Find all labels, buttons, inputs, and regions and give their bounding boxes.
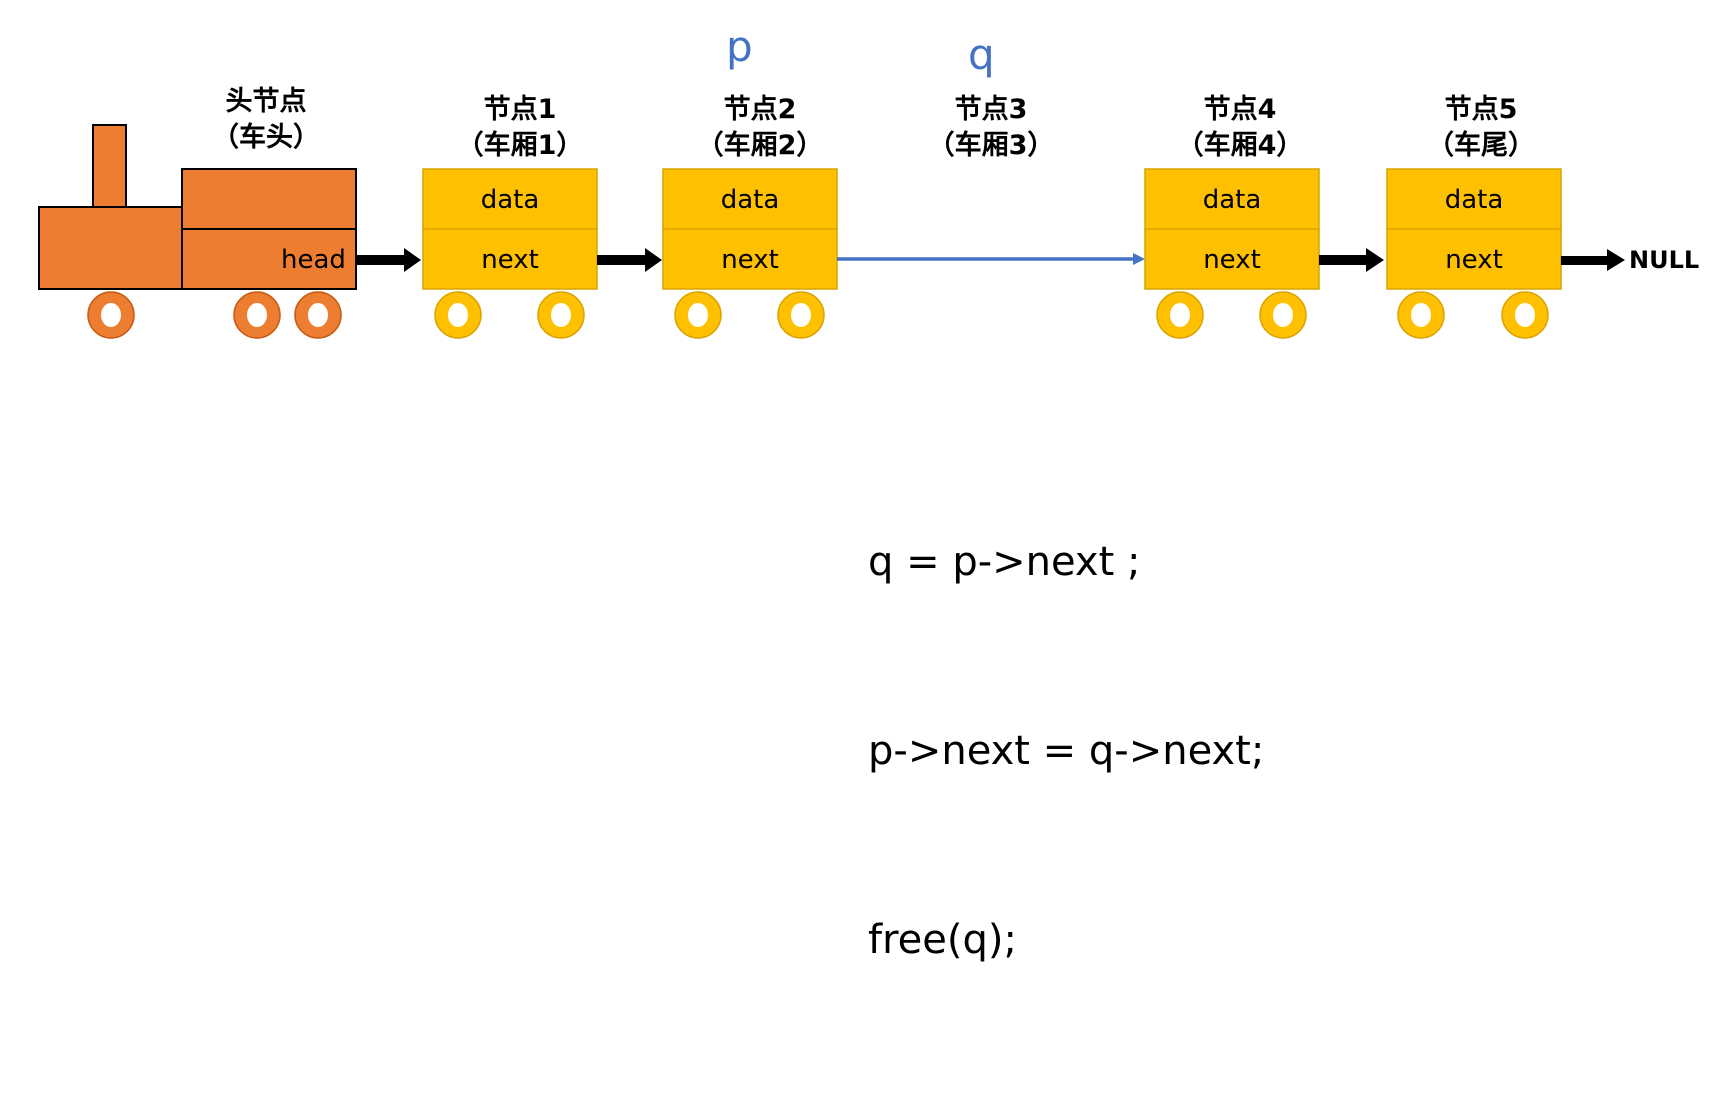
engine-wheel-2-hole	[247, 303, 267, 327]
car-5-wheel-left-hole	[1411, 303, 1431, 327]
car-2-next-cell	[662, 228, 838, 290]
car-5-next-cell	[1386, 228, 1562, 290]
code-line-1: q = p->next ;	[868, 539, 1141, 585]
car-1-data-cell	[422, 168, 598, 231]
car-1-wheel-left-hole	[448, 303, 468, 327]
car-5-next-label: next	[1445, 245, 1503, 275]
engine-cab	[38, 206, 184, 290]
node-title-1: 节点1 （车厢1）	[440, 92, 600, 164]
node-title-4-line1: 节点4	[1203, 94, 1277, 125]
node-title-0-line2: （车头）	[212, 122, 320, 153]
car-node-5	[1386, 168, 1562, 339]
car-node-4	[1144, 168, 1320, 339]
car-2-next-label: next	[721, 245, 779, 275]
car-1-wheel-right-hole	[551, 303, 571, 327]
car-4-data-cell	[1144, 168, 1320, 231]
code-block: q = p->next ; p->next = q->next; free(q)…	[868, 405, 1264, 1098]
engine-wheel-3-hole	[308, 303, 328, 327]
car-2-wheel-right-hole	[791, 303, 811, 327]
node-title-5-line2: （车尾）	[1427, 130, 1535, 161]
code-line-3: free(q);	[868, 917, 1017, 963]
car-4-wheel-left-hole	[1170, 303, 1190, 327]
node-title-5: 节点5 （车尾）	[1401, 92, 1561, 164]
node-title-2: 节点2 （车厢2）	[680, 92, 840, 164]
link-arrow-4-to-5	[1319, 248, 1384, 272]
engine-head-node	[38, 124, 357, 339]
link-arrow-1-to-2	[597, 248, 662, 272]
null-label: NULL	[1629, 246, 1700, 274]
engine-wheel-1-hole	[101, 303, 121, 327]
node-title-2-line1: 节点2	[723, 94, 797, 125]
node-title-1-line2: （车厢1）	[456, 130, 584, 161]
node-title-4-line2: （车厢4）	[1176, 130, 1304, 161]
car-2-data-cell	[662, 168, 838, 231]
node-title-4: 节点4 （车厢4）	[1160, 92, 1320, 164]
car-5-data-label: data	[1444, 185, 1504, 215]
pointer-p-label: p	[726, 22, 753, 71]
pointer-q-label: q	[968, 30, 995, 79]
car-4-next-cell	[1144, 228, 1320, 290]
car-4-next-label: next	[1203, 245, 1261, 275]
engine-chimney	[92, 124, 127, 209]
node-title-2-line2: （车厢2）	[696, 130, 824, 161]
car-5-data-cell	[1386, 168, 1562, 231]
bypass-link-arrow	[837, 253, 1145, 265]
node-title-5-line1: 节点5	[1444, 94, 1518, 125]
car-node-2	[662, 168, 838, 339]
node-title-3-line1: 节点3	[954, 94, 1028, 125]
car-4-data-label: data	[1202, 185, 1262, 215]
head-field-label: head	[281, 245, 346, 275]
car-node-1	[422, 168, 598, 339]
diagram-canvas	[38, 124, 1625, 339]
link-arrow-5-to-null	[1561, 249, 1625, 271]
engine-body-top	[181, 168, 357, 231]
node-title-3: 节点3 （车厢3）	[911, 92, 1071, 164]
car-1-next-label: next	[481, 245, 539, 275]
car-4-wheel-right-hole	[1273, 303, 1293, 327]
car-1-data-label: data	[480, 185, 540, 215]
car-1-next-cell	[422, 228, 598, 290]
node-title-3-line2: （车厢3）	[927, 130, 1055, 161]
node-title-0: 头节点 （车头）	[196, 84, 336, 156]
node-title-1-line1: 节点1	[483, 94, 557, 125]
car-2-data-label: data	[720, 185, 780, 215]
linked-list-delete-diagram: 头节点 （车头） 节点1 （车厢1） 节点2 （车厢2） 节点3 （车厢3） 节…	[38, 22, 1700, 963]
node-title-0-line1: 头节点	[225, 86, 307, 117]
code-line-2: p->next = q->next;	[868, 728, 1265, 774]
car-5-wheel-right-hole	[1515, 303, 1535, 327]
car-2-wheel-left-hole	[688, 303, 708, 327]
link-arrow-head-to-1	[356, 248, 421, 272]
